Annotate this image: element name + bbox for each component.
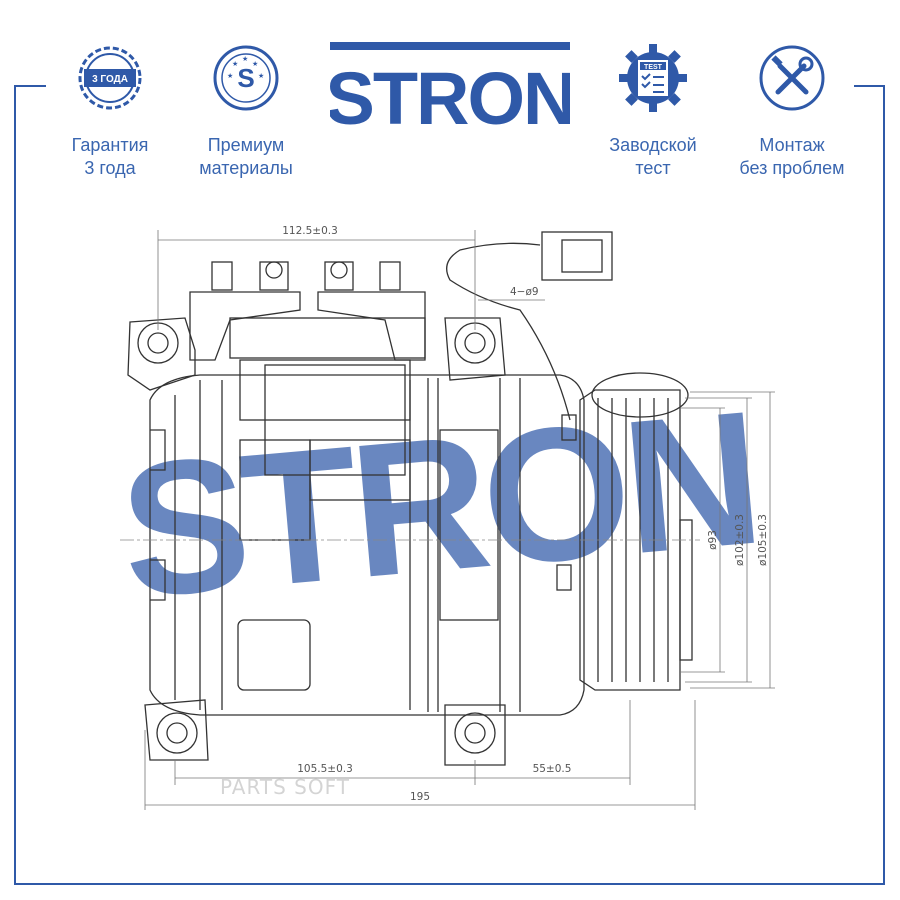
feature-warranty: 3 ГОДА Гарантия 3 года (40, 40, 180, 180)
dim-d102: ø102±0.3 (734, 514, 746, 566)
svg-text:★: ★ (258, 72, 264, 80)
tools-icon (759, 45, 825, 111)
test-gear-icon: TEST (619, 44, 687, 112)
feature-factory-test: TEST Заводской тест (583, 40, 723, 180)
svg-text:★: ★ (232, 60, 238, 68)
dim-holes: 4−ø9 (510, 286, 539, 298)
drawing-watermark-brand: STRON (113, 372, 764, 639)
dim-bottom-right: 55±0.5 (533, 763, 572, 775)
svg-text:★: ★ (227, 72, 233, 80)
dim-total: 195 (410, 791, 430, 803)
parts-soft-watermark: PARTS SOFT (220, 775, 350, 799)
content-frame (14, 85, 885, 885)
warranty-badge-text: 3 ГОДА (92, 74, 128, 85)
dim-top-width: 112.5±0.3 (282, 225, 338, 237)
feature-test-line1: Заводской (609, 135, 697, 155)
premium-badge-text: S (237, 63, 254, 93)
dimension-labels: 112.5±0.3 4−ø9 105.5±0.3 55±0.5 195 ø93 … (282, 225, 769, 803)
feature-premium: S ★ ★ ★ ★ ★ Премиум материалы (176, 40, 316, 180)
test-badge-text: TEST (644, 64, 663, 71)
premium-s-icon: S ★ ★ ★ ★ ★ (213, 45, 279, 111)
svg-text:★: ★ (242, 55, 248, 63)
feature-install-line2: без проблем (739, 158, 845, 178)
stron-logo: STRON (330, 42, 570, 130)
feature-premium-line2: материалы (199, 158, 293, 178)
frame-top-left (14, 85, 46, 87)
feature-premium-line1: Премиум (207, 135, 285, 155)
feature-test-line2: тест (635, 158, 671, 178)
dim-bottom-left: 105.5±0.3 (297, 763, 353, 775)
feature-installation: Монтаж без проблем (722, 40, 862, 180)
svg-text:★: ★ (252, 60, 258, 68)
dimension-lines (144, 230, 775, 810)
dim-d105: ø105±0.3 (757, 514, 769, 566)
dim-d93: ø93 (707, 530, 719, 550)
brand-name: STRON (330, 57, 570, 130)
warranty-seal-icon: 3 ГОДА (78, 46, 142, 110)
frame-top-right (854, 85, 885, 87)
feature-warranty-line2: 3 года (84, 158, 136, 178)
feature-install-line1: Монтаж (759, 135, 825, 155)
feature-warranty-line1: Гарантия (71, 135, 149, 155)
